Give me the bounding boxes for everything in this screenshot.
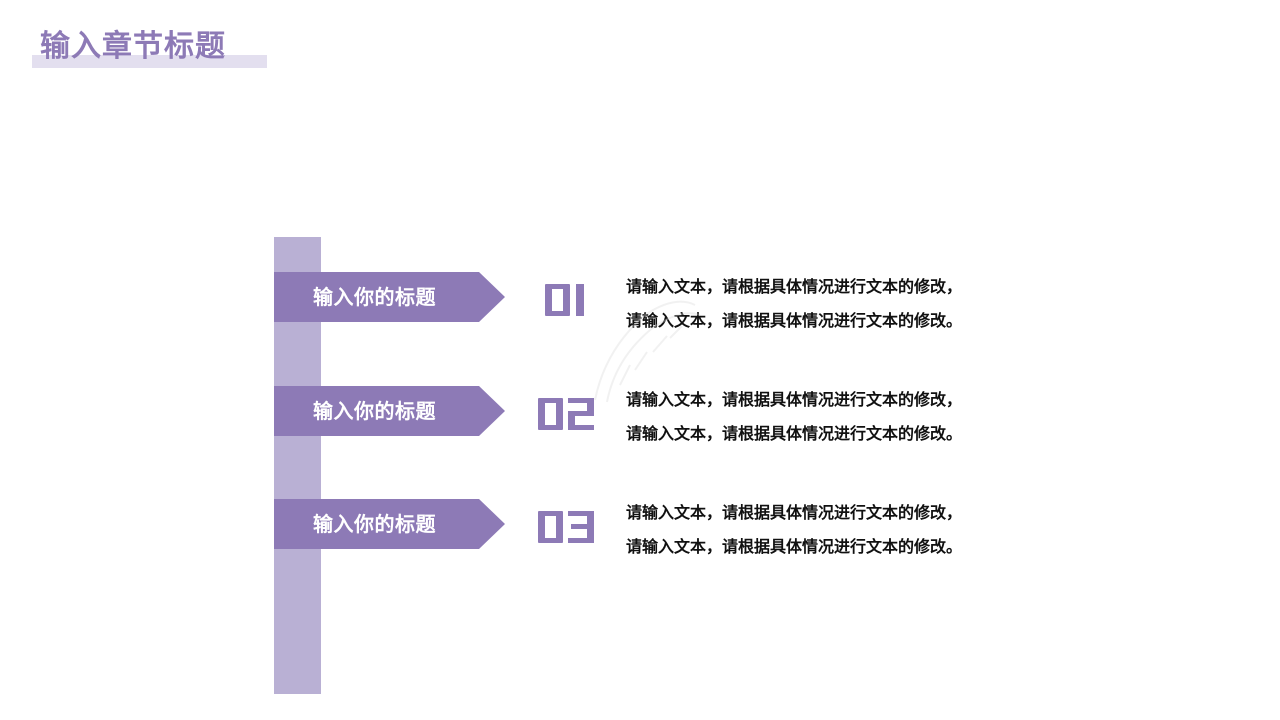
digit-1-glyph <box>576 284 584 316</box>
item-3-heading: 输入你的标题 <box>313 512 436 536</box>
item-1-line-2: 请输入文本，请根据具体情况进行文本的修改。 <box>626 311 963 330</box>
digit-3-glyph <box>568 511 594 543</box>
item-2-banner[interactable]: 输入你的标题 <box>274 386 505 436</box>
item-1-line-1: 请输入文本，请根据具体情况进行文本的修改， <box>626 277 963 296</box>
item-2-line-2: 请输入文本，请根据具体情况进行文本的修改。 <box>626 424 963 443</box>
item-2-line-1: 请输入文本，请根据具体情况进行文本的修改， <box>626 390 963 409</box>
item-2-description[interactable]: 请输入文本，请根据具体情况进行文本的修改， 请输入文本，请根据具体情况进行文本的… <box>626 383 1046 451</box>
item-3-line-1: 请输入文本，请根据具体情况进行文本的修改， <box>626 503 963 522</box>
item-3-description[interactable]: 请输入文本，请根据具体情况进行文本的修改， 请输入文本，请根据具体情况进行文本的… <box>626 496 1046 564</box>
item-1-heading: 输入你的标题 <box>313 285 436 309</box>
item-3-line-2: 请输入文本，请根据具体情况进行文本的修改。 <box>626 537 963 556</box>
title-underline-decoration <box>32 55 267 68</box>
digit-0-glyph <box>538 398 563 430</box>
section-title[interactable]: 输入章节标题 <box>40 29 226 64</box>
digit-0-glyph <box>538 511 563 543</box>
item-3-banner[interactable]: 输入你的标题 <box>274 499 505 549</box>
digit-2-glyph <box>568 398 594 430</box>
item-1-description[interactable]: 请输入文本，请根据具体情况进行文本的修改， 请输入文本，请根据具体情况进行文本的… <box>626 270 1046 338</box>
section-title-block: 输入章节标题 <box>32 26 268 70</box>
item-2-heading: 输入你的标题 <box>313 399 436 423</box>
digit-0-glyph <box>545 284 570 316</box>
item-1-banner[interactable]: 输入你的标题 <box>274 272 505 322</box>
